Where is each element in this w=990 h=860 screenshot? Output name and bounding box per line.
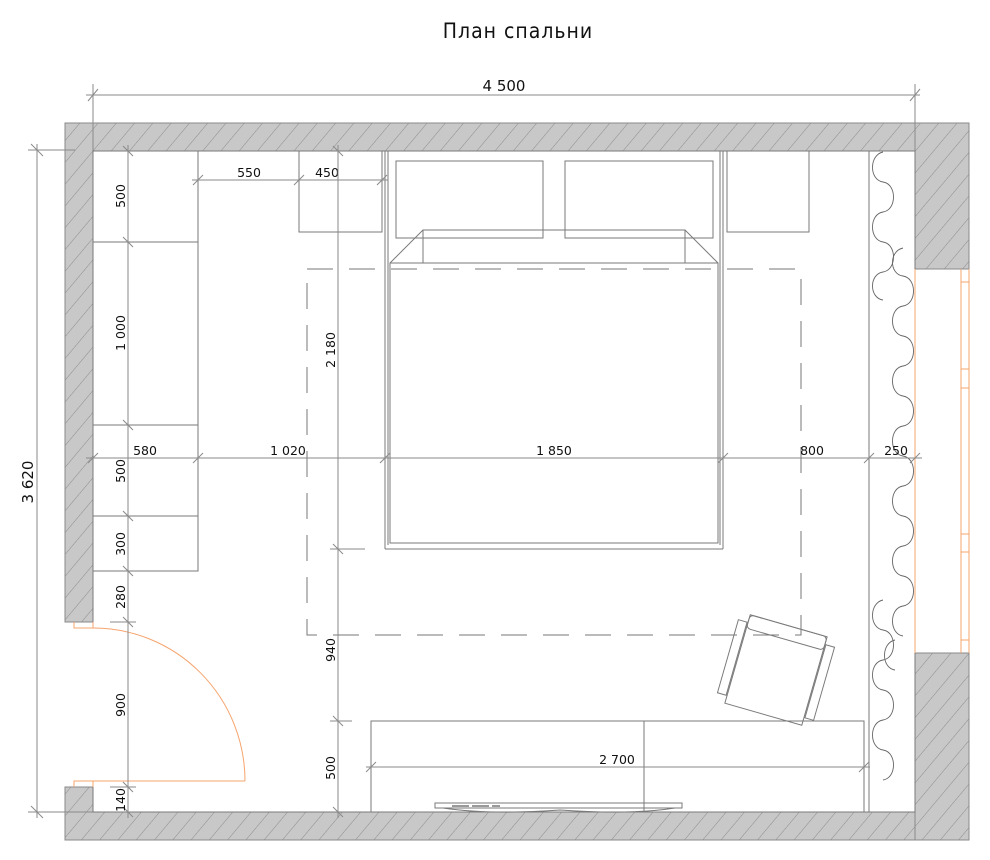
dim-580: 580 xyxy=(133,443,157,458)
bed xyxy=(384,151,724,550)
wall-right-lower xyxy=(914,652,970,841)
tv xyxy=(434,802,683,813)
dim-desk-500: 500 xyxy=(323,756,338,780)
nightstand-left xyxy=(298,150,383,233)
pillow-left xyxy=(395,160,544,239)
dim-left-280: 280 xyxy=(113,585,128,609)
dim-door-900: 900 xyxy=(113,693,128,717)
dim-left-1000: 1 000 xyxy=(113,315,128,351)
wall-right-upper xyxy=(914,122,970,270)
dim-450: 450 xyxy=(315,165,339,180)
pillow-right xyxy=(564,160,714,239)
wall-left-upper xyxy=(64,122,94,623)
window xyxy=(914,269,970,653)
wardrobe xyxy=(92,150,199,572)
dim-desk-2700: 2 700 xyxy=(599,752,635,767)
wall-bottom xyxy=(64,811,970,841)
dimensions: 4 500 3 620 500 1 000 500 300 280 900 14… xyxy=(19,77,922,819)
dim-bed-2180: 2 180 xyxy=(323,332,338,368)
dim-overall-width: 4 500 xyxy=(483,77,526,95)
dim-left-500-mid: 500 xyxy=(113,459,128,483)
dim-250: 250 xyxy=(884,443,908,458)
dim-800: 800 xyxy=(800,443,824,458)
dim-left-300: 300 xyxy=(113,532,128,556)
door xyxy=(73,622,246,787)
armchair xyxy=(716,614,836,726)
dim-overall-height: 3 620 xyxy=(19,461,37,504)
rug xyxy=(306,268,802,636)
dim-bed-1850: 1 850 xyxy=(536,443,572,458)
nightstand-right xyxy=(726,150,810,233)
wall-top xyxy=(64,122,970,152)
walls xyxy=(64,122,970,841)
dim-1020: 1 020 xyxy=(270,443,306,458)
dim-940: 940 xyxy=(323,638,338,662)
dim-left-500-top: 500 xyxy=(113,184,128,208)
curtains xyxy=(868,151,914,812)
plan-title: План спальни xyxy=(443,19,593,43)
dim-550: 550 xyxy=(237,165,261,180)
dim-left-140: 140 xyxy=(113,788,128,812)
